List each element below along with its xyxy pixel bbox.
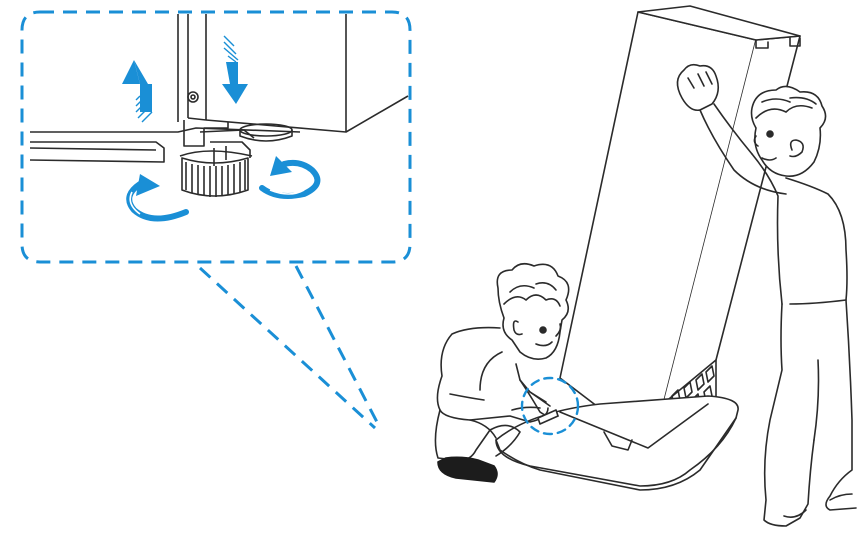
main-scene (434, 5, 857, 527)
zoom-callout (20, 10, 412, 430)
rotate-arrow-icon (259, 156, 321, 199)
callout-pointer-right (294, 265, 380, 425)
shoe (437, 456, 498, 483)
rotate-arrow-icon (126, 174, 189, 222)
fridge-closeup (29, 14, 409, 197)
crouching-person (434, 262, 570, 483)
callout-pointer-left (198, 266, 377, 430)
up-arrow-icon (122, 60, 153, 123)
refrigerator (559, 5, 801, 449)
down-arrow-icon (222, 35, 248, 104)
foot-highlight-circle (520, 376, 580, 436)
standing-person (676, 63, 857, 527)
callout-dashed-frame (20, 10, 412, 264)
